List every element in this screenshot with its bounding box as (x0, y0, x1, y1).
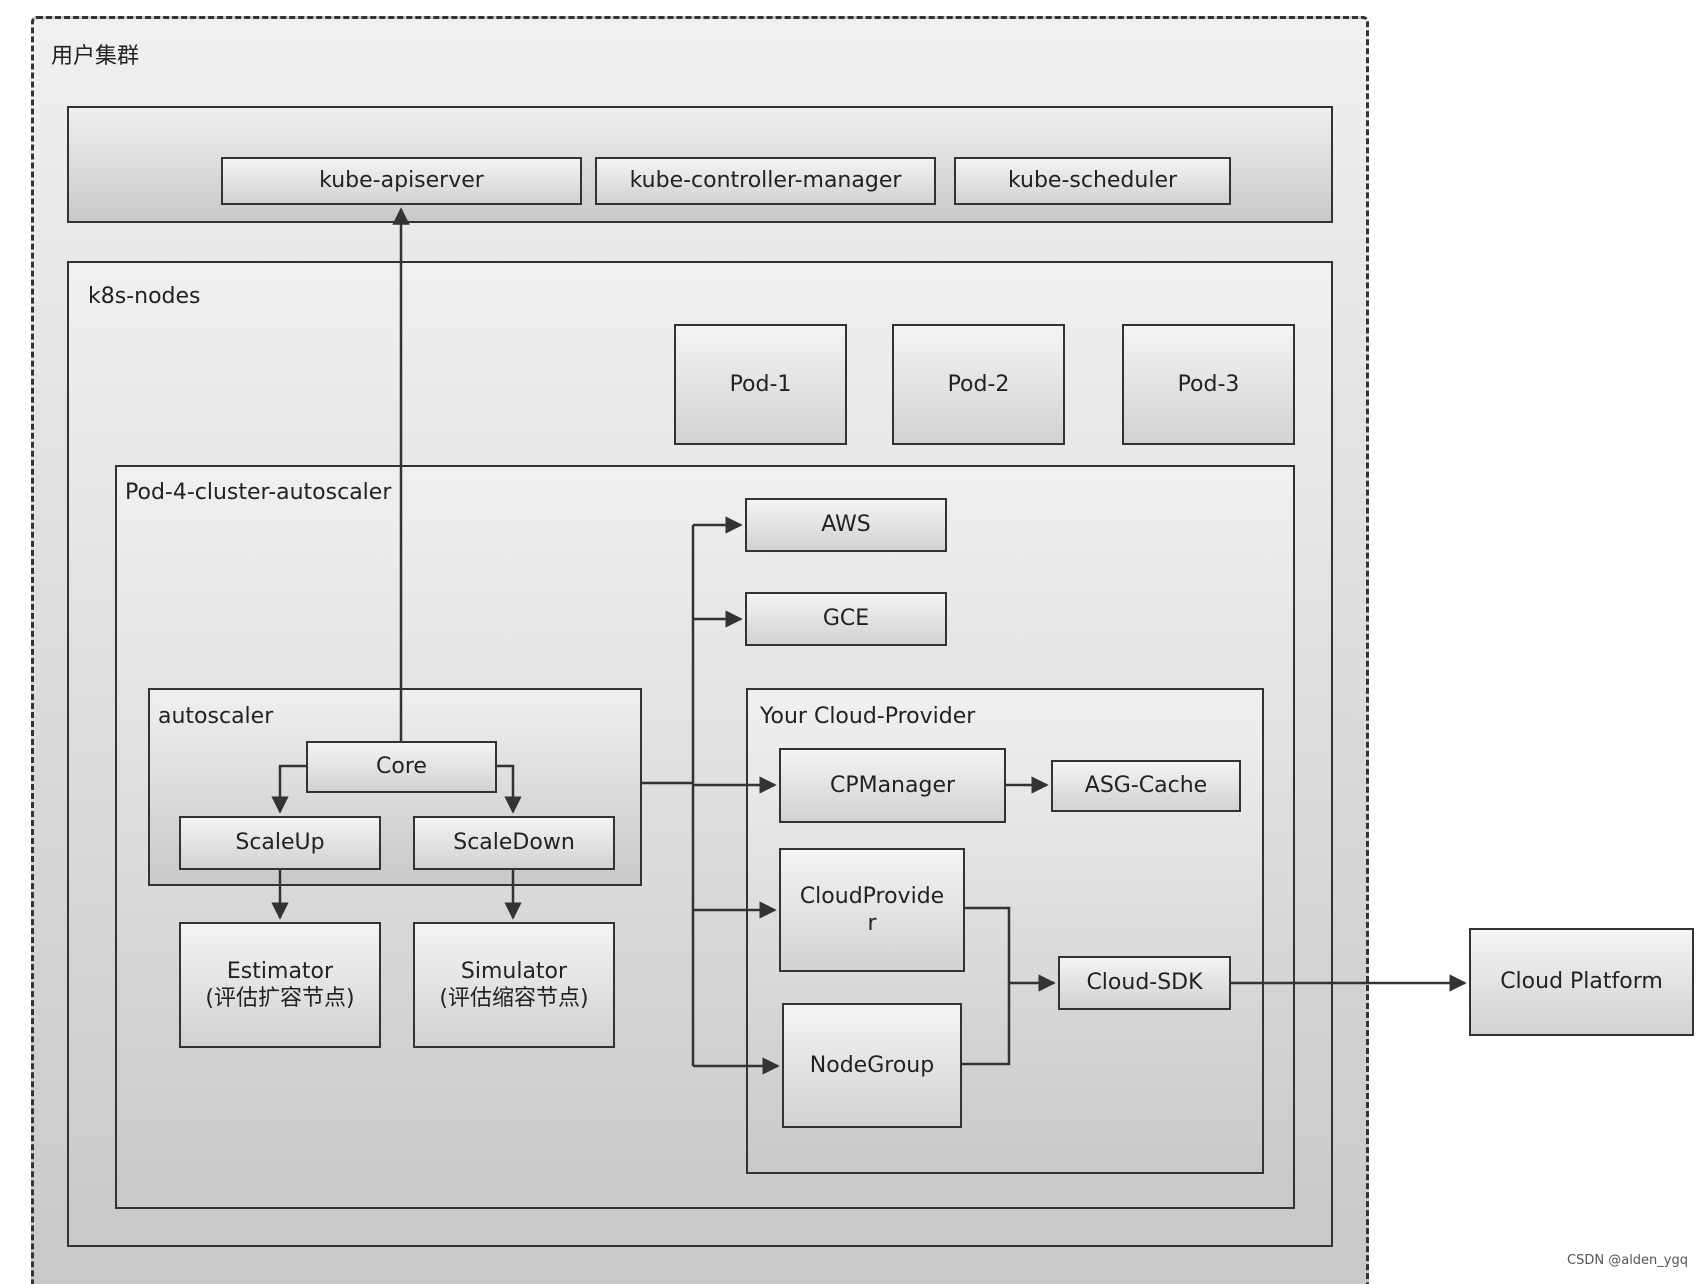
cloud-platform-node: Cloud Platform (1469, 928, 1694, 1036)
user-cluster-label: 用户集群 (51, 44, 140, 69)
estimator-node: Estimator (评估扩容节点) (179, 922, 381, 1048)
gce-node: GCE (745, 592, 947, 646)
kube-apiserver-node: kube-apiserver (221, 157, 582, 205)
scaleup-node: ScaleUp (179, 816, 381, 870)
core-label: Core (376, 754, 427, 780)
aws-label: AWS (821, 512, 871, 538)
cloud-sdk-node: Cloud-SDK (1058, 956, 1231, 1010)
cloudprovider-label: CloudProvide r (799, 883, 945, 937)
core-node: Core (306, 741, 497, 793)
scaledown-label: ScaleDown (453, 830, 575, 856)
gce-label: GCE (822, 606, 870, 632)
pod1-label: Pod-1 (729, 371, 792, 397)
cloud-sdk-label: Cloud-SDK (1086, 970, 1203, 996)
kube-controller-manager-node: kube-controller-manager (595, 157, 936, 205)
cpmanager-node: CPManager (779, 748, 1006, 823)
pod2-label: Pod-2 (947, 371, 1010, 397)
pod1-node: Pod-1 (674, 324, 847, 445)
k8s-nodes-label: k8s-nodes (88, 284, 201, 309)
autoscaler-label: autoscaler (158, 704, 274, 729)
kube-apiserver-label: kube-apiserver (319, 168, 484, 194)
simulator-label: Simulator (评估缩容节点) (439, 958, 589, 1012)
your-cloud-provider-label: Your Cloud-Provider (760, 704, 976, 729)
nodegroup-node: NodeGroup (782, 1003, 962, 1128)
estimator-label: Estimator (评估扩容节点) (205, 958, 355, 1012)
kube-controller-manager-label: kube-controller-manager (629, 168, 902, 194)
simulator-node: Simulator (评估缩容节点) (413, 922, 615, 1048)
cloud-platform-label: Cloud Platform (1500, 969, 1663, 995)
scaleup-label: ScaleUp (235, 830, 325, 856)
kube-scheduler-node: kube-scheduler (954, 157, 1231, 205)
pod2-node: Pod-2 (892, 324, 1065, 445)
cloudprovider-node: CloudProvide r (779, 848, 965, 972)
watermark: CSDN @alden_ygq (1567, 1253, 1688, 1268)
pod4-label: Pod-4-cluster-autoscaler (125, 480, 392, 505)
asg-cache-label: ASG-Cache (1084, 773, 1208, 799)
kube-scheduler-label: kube-scheduler (1007, 168, 1178, 194)
scaledown-node: ScaleDown (413, 816, 615, 870)
cpmanager-label: CPManager (829, 772, 956, 798)
aws-node: AWS (745, 498, 947, 552)
asg-cache-node: ASG-Cache (1051, 760, 1241, 812)
nodegroup-label: NodeGroup (809, 1052, 935, 1078)
pod3-node: Pod-3 (1122, 324, 1295, 445)
pod3-label: Pod-3 (1177, 371, 1240, 397)
